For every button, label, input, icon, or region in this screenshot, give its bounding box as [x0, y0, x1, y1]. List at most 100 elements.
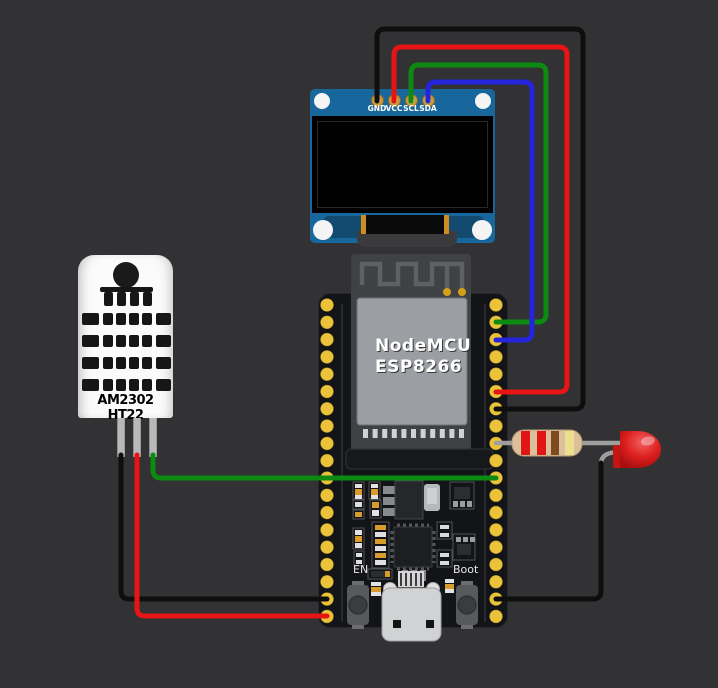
- castellated-pad: [363, 429, 368, 438]
- nodemcu-board[interactable]: NodeMCU ESP8266 EN Boot: [318, 254, 508, 642]
- mcu-pin-left-17[interactable]: [319, 574, 335, 590]
- mcu-pin-right-19[interactable]: [488, 609, 504, 624]
- esp-shield: [356, 297, 468, 426]
- vent-slot: [129, 313, 139, 325]
- antenna-trace: [359, 261, 465, 290]
- vent-slot: [142, 379, 152, 391]
- wire-dht-data[interactable]: [150, 452, 499, 481]
- mcu-pin-left-3[interactable]: [319, 332, 335, 347]
- vent-slot: [117, 292, 126, 306]
- led-highlight: [641, 436, 655, 446]
- oled-connector-contact: [361, 215, 366, 234]
- wire-oled-vcc[interactable]: [391, 44, 570, 395]
- chip-label-line1: NodeMCU: [375, 336, 472, 356]
- mcu-pin-left-12[interactable]: [319, 488, 335, 503]
- boot-button[interactable]: [456, 581, 478, 629]
- oled-flex-tab: [357, 231, 457, 247]
- mcu-pin-left-15[interactable]: [319, 539, 335, 555]
- oled-flex-connector: [366, 215, 444, 234]
- mcu-pin-right-17[interactable]: [488, 574, 504, 590]
- mcu-pin-right-12[interactable]: [488, 488, 504, 503]
- mcu-pin-left-5[interactable]: [319, 366, 335, 382]
- castellated-pad: [401, 429, 407, 438]
- vent-slot: [129, 357, 139, 369]
- mcu-pin-right-13[interactable]: [488, 505, 504, 520]
- vent-slot: [130, 292, 139, 306]
- mounting-hole: [314, 93, 330, 109]
- vent-slot: [156, 357, 171, 369]
- mcu-pin-right-5[interactable]: [488, 366, 504, 382]
- mounting-hole: [475, 93, 491, 109]
- mcu-pin-right-16[interactable]: [488, 557, 504, 572]
- vent-slot: [103, 335, 113, 347]
- dht22-sensor[interactable]: AM2302 HT22: [78, 255, 173, 457]
- led-flange: [613, 445, 621, 468]
- mcu-pin-left-1[interactable]: [319, 297, 335, 313]
- vent-slot: [116, 357, 126, 369]
- wire-led-cathode[interactable]: [493, 460, 604, 602]
- micro-usb-connector: [381, 571, 442, 642]
- resistor-band-3: [551, 431, 559, 455]
- vent-slot: [142, 357, 152, 369]
- led-body: [620, 431, 661, 468]
- mcu-pin-right-14[interactable]: [488, 522, 504, 538]
- en-button[interactable]: [347, 581, 369, 629]
- sensor-leg: [117, 418, 125, 457]
- castellated-pad: [411, 429, 416, 438]
- oled-screen-frame: [317, 121, 488, 208]
- resistor-band-1: [521, 431, 530, 455]
- mcu-pin-right-15[interactable]: [488, 539, 504, 555]
- mcu-pin-left-2[interactable]: [319, 315, 335, 330]
- vent-slot: [103, 379, 113, 391]
- antenna-feed-pad: [443, 288, 451, 296]
- mcu-pin-columns: [319, 297, 504, 624]
- mcu-pin-right-4[interactable]: [488, 349, 504, 365]
- castellated-pad: [420, 429, 426, 438]
- mcu-pin-left-10[interactable]: [319, 453, 335, 469]
- mcu-pin-left-9[interactable]: [319, 436, 335, 451]
- castellated-pad: [382, 429, 388, 438]
- oled-pin-label-sda: SDA: [419, 104, 437, 113]
- sensor-leg: [149, 418, 157, 457]
- wire-dht-vcc[interactable]: [134, 452, 330, 619]
- vent-slot: [142, 335, 152, 347]
- wire-oled-sda[interactable]: [425, 79, 535, 343]
- mcu-pin-left-7[interactable]: [319, 401, 335, 417]
- sensor-leg: [133, 418, 141, 457]
- resistor-band-2: [537, 431, 546, 455]
- vent-slot: [82, 379, 99, 391]
- smd-components-layer: [352, 481, 476, 580]
- vent-slot: [129, 379, 139, 391]
- oled-pin-label-scl: SCL: [403, 104, 419, 113]
- mounting-hole: [313, 220, 333, 240]
- mcu-pin-left-13[interactable]: [319, 505, 335, 520]
- mcu-pin-right-8[interactable]: [488, 418, 504, 434]
- mcu-pin-left-6[interactable]: [319, 384, 335, 399]
- sensor-top-hole: [113, 262, 139, 288]
- wire-oled-gnd[interactable]: [374, 26, 586, 412]
- mcu-pin-left-16[interactable]: [319, 557, 335, 572]
- oled-screen: [312, 116, 493, 213]
- wire-dht-gnd[interactable]: [118, 452, 330, 602]
- vent-slot: [116, 379, 126, 391]
- vent-slot: [116, 335, 126, 347]
- mcu-pin-right-10[interactable]: [488, 453, 504, 469]
- led-red[interactable]: [613, 431, 661, 468]
- mcu-pin-left-4[interactable]: [319, 349, 335, 365]
- wire-oled-scl[interactable]: [408, 62, 549, 325]
- vent-slot: [156, 313, 171, 325]
- vent-slot: [156, 379, 171, 391]
- mcu-pin-left-8[interactable]: [319, 418, 335, 434]
- mcu-pin-left-14[interactable]: [319, 522, 335, 538]
- vent-slot: [82, 335, 99, 347]
- resistor[interactable]: [511, 429, 583, 457]
- vent-slot: [100, 287, 153, 292]
- vent-slot: [82, 313, 99, 325]
- resistor-band-4: [565, 431, 574, 455]
- board-artwork: [341, 254, 494, 642]
- vent-slot: [143, 292, 152, 306]
- castellated-pad: [439, 429, 445, 438]
- mcu-pin-right-1[interactable]: [488, 297, 504, 313]
